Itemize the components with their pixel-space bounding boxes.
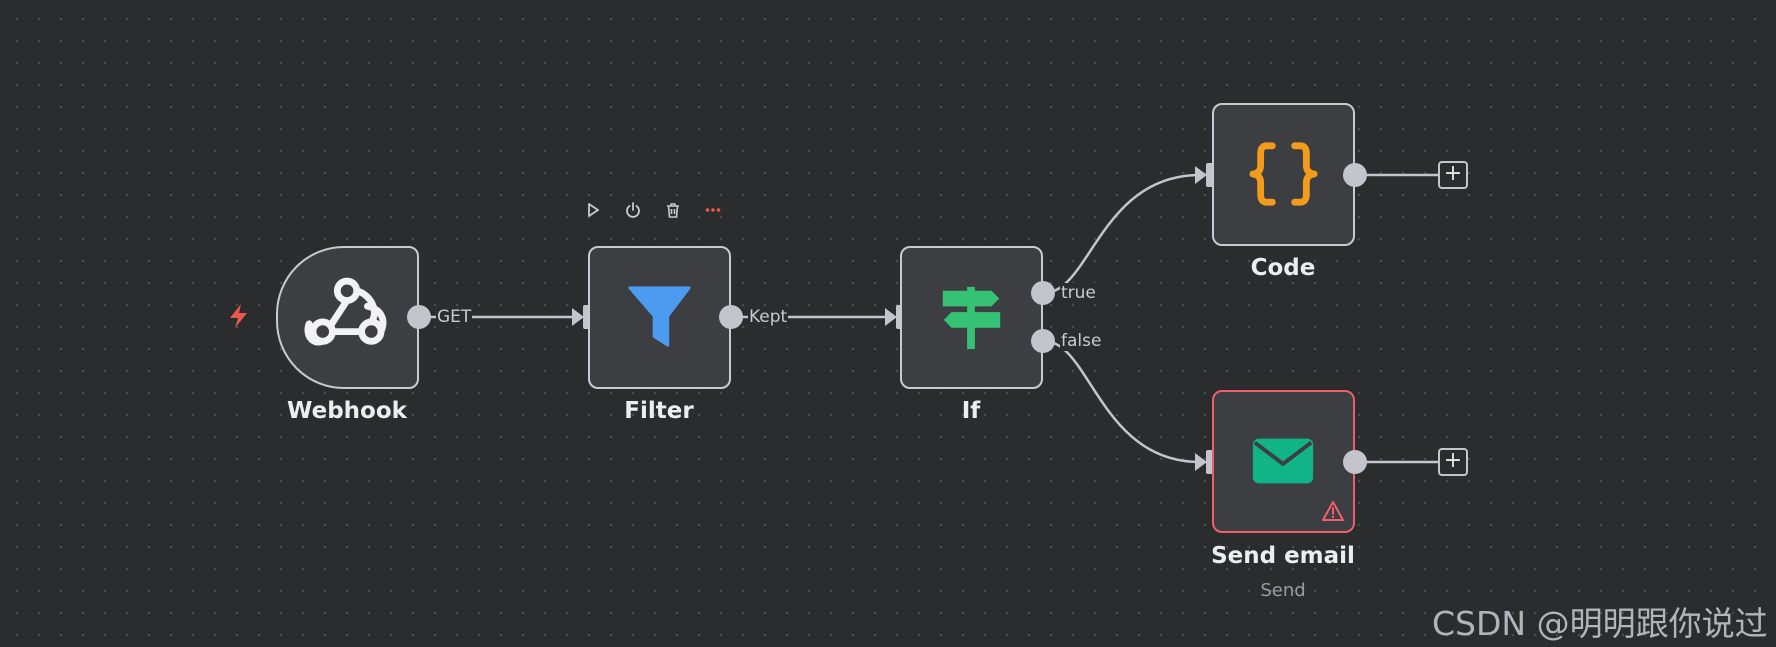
power-icon[interactable] (620, 197, 646, 223)
code-node-label: Code (1250, 255, 1316, 281)
node-toolbar (580, 197, 726, 223)
if-node-label: If (961, 398, 981, 424)
filter-node[interactable] (588, 246, 731, 389)
if-true-handle[interactable] (1031, 281, 1055, 305)
curly-braces-icon (1249, 142, 1318, 206)
if-false-label: false (1060, 331, 1103, 351)
filter-funnel-icon (628, 286, 691, 347)
webhook-icon (304, 277, 387, 346)
webhook-output-handle[interactable] (407, 305, 431, 329)
if-false-handle[interactable] (1031, 329, 1055, 353)
arrow-to-filter (572, 308, 584, 326)
if-true-label: true (1060, 283, 1097, 303)
warning-icon (1322, 501, 1344, 521)
play-icon[interactable] (580, 197, 606, 223)
arrow-to-if (885, 308, 897, 326)
watermark-text: CSDN @明明跟你说过 (1432, 604, 1768, 643)
sendemail-add-node-button[interactable]: + (1438, 448, 1468, 476)
webhook-edge-label: GET (436, 307, 473, 327)
code-output-handle[interactable] (1343, 163, 1367, 187)
more-dots-icon[interactable] (700, 197, 726, 223)
send-email-node-subtitle: Send (1260, 580, 1306, 601)
trigger-bolt-icon (230, 304, 247, 328)
if-node[interactable] (900, 246, 1043, 389)
filter-node-label: Filter (624, 398, 694, 424)
send-email-node[interactable] (1212, 390, 1355, 533)
webhook-node[interactable] (276, 246, 419, 389)
code-node[interactable] (1212, 103, 1355, 246)
code-add-node-button[interactable]: + (1438, 161, 1468, 189)
webhook-node-label: Webhook (287, 398, 407, 424)
arrow-to-code (1195, 166, 1207, 184)
filter-edge-label: Kept (748, 307, 789, 327)
filter-output-handle[interactable] (719, 305, 743, 329)
send-email-node-label: Send email (1211, 543, 1355, 569)
envelope-icon (1252, 438, 1314, 484)
trash-icon[interactable] (660, 197, 686, 223)
sendemail-output-handle[interactable] (1343, 450, 1367, 474)
arrow-to-sendemail (1195, 453, 1207, 471)
signpost-icon (942, 286, 1001, 350)
